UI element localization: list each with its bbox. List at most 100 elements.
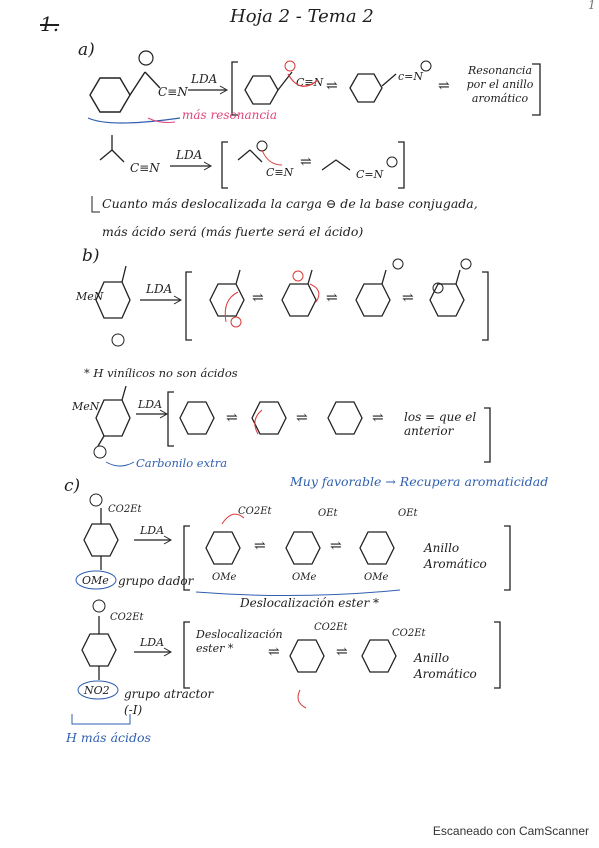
equilibrium-b1: ⇌ (252, 290, 264, 306)
ester-underline (195, 589, 401, 597)
men-label-b1: MeN (75, 290, 104, 303)
lda-c2: LDA (139, 636, 164, 649)
charge-b1 (230, 316, 242, 328)
equilibrium-a3: ⇌ (300, 154, 312, 170)
donor-group-label: grupo dador (118, 574, 194, 588)
acidic-h-c2 (92, 599, 106, 613)
equilibrium-b4: ⇌ (226, 410, 238, 426)
carbonyl-extra-arrow (105, 461, 135, 467)
carbanion-charge-2 (256, 140, 268, 152)
enolate-ring-2 (281, 269, 317, 317)
ome-label-1: OMe (82, 574, 109, 587)
acidic-h-circle (138, 50, 154, 66)
equilibrium-a1: ⇌ (326, 78, 338, 94)
charge-b2 (292, 270, 304, 282)
nitrogen-charge (420, 60, 432, 72)
benzyl-nitrile-structure (89, 71, 161, 113)
co2et-c4: CO2Et (314, 622, 349, 633)
delocalization-ester-2-label: Deslocalización ester * (196, 628, 283, 655)
no2-label: NO2 (83, 684, 110, 697)
more-resonance-label: más resonancia (182, 108, 278, 122)
page-title: Hoja 2 - Tema 2 (230, 6, 374, 27)
dione-enolate-1 (179, 401, 215, 435)
enolate-ring-3 (355, 269, 391, 317)
carbanion-charge-1 (284, 60, 296, 72)
dione-structure (95, 385, 131, 447)
curved-arrow-b2 (309, 283, 320, 303)
curved-arrow-a2 (261, 149, 283, 166)
section-b-label: b) (82, 246, 100, 266)
methoxy-ester-structure (83, 508, 119, 570)
item-number: 1. (40, 12, 60, 36)
lda-b2: LDA (137, 398, 162, 411)
more-acidic-label: H más ácidos (66, 730, 151, 745)
co2et-c5: CO2Et (392, 628, 427, 639)
men-label-b2: MeN (71, 400, 100, 413)
nitro-ester-structure (81, 616, 117, 680)
charge-b4 (460, 258, 472, 270)
anion-alkyl-1 (237, 149, 263, 163)
bracket-b2-left (167, 391, 174, 447)
quinoid-c1 (285, 531, 321, 565)
ome-circle (75, 570, 117, 590)
bracket-c2-left (183, 621, 190, 689)
curved-arrow-c2 (297, 689, 307, 709)
vinylic-note: * H vinílicos no son ácidos (84, 366, 238, 380)
bracket-b-left (185, 271, 192, 341)
alkyl-nitrile-structure (99, 135, 125, 163)
anion-structure-2 (349, 73, 397, 103)
charge-b3 (392, 258, 404, 270)
more-resonance-underline (87, 117, 181, 124)
carbonyl-extra-label: Carbonilo extra (136, 456, 228, 470)
dione-enolate-3 (327, 401, 363, 435)
ome-label-3: OMe (292, 572, 316, 583)
nitrile-label-a2: C≡N (296, 76, 324, 89)
same-as-before-label: los = que el anterior (404, 410, 477, 438)
more-acidic-bracket (71, 714, 131, 725)
scanner-watermark: Escaneado con CamScanner (432, 824, 589, 838)
benzylic-anion-c1 (205, 531, 241, 565)
equilibrium-c1: ⇌ (254, 538, 266, 554)
curved-arrow-b3 (254, 409, 263, 435)
anion-alkyl-2 (321, 159, 351, 171)
curved-arrow-c1 (221, 513, 245, 525)
section-c-label: c) (64, 476, 81, 496)
bracket-c2-right (494, 621, 501, 689)
equilibrium-a2: ⇌ (438, 78, 450, 94)
equilibrium-c4: ⇌ (336, 644, 348, 660)
acidic-h-c1 (89, 493, 103, 507)
aromatic-ring-label-2: Anillo Aromático (414, 651, 477, 681)
aromatic-ring-label-1: Anillo Aromático (424, 541, 487, 571)
dione-enolate-2 (251, 401, 287, 435)
lda-b: LDA (145, 282, 173, 296)
acidic-h-b (111, 333, 125, 347)
ester-delocalization-label: Deslocalización ester * (240, 596, 380, 610)
nitro-quinoid-1 (289, 639, 325, 673)
co2et-c2: CO2Et (238, 506, 273, 517)
anion-structure-1 (244, 71, 293, 105)
enolate-ring-1 (209, 269, 245, 317)
bracket-a2-left (221, 141, 228, 189)
piperidinone-structure (95, 265, 131, 319)
oet-label-1: OEt (318, 508, 338, 519)
curved-arrow-a1 (287, 73, 319, 87)
lda-c1: LDA (139, 524, 164, 537)
acidic-h-b2 (93, 445, 107, 459)
bracket-b2-right (484, 407, 491, 463)
charge-b5 (432, 282, 444, 294)
no2-circle (77, 680, 119, 700)
nitrile-label-a: C≡N (158, 85, 188, 99)
conclusion-arrow (91, 196, 100, 213)
more-resonance-arrow (147, 117, 176, 123)
oet-label-2: OEt (398, 508, 418, 519)
nitro-quinoid-2 (361, 639, 397, 673)
bracket-c1-right (504, 525, 511, 591)
ketenimine-label: c=N (398, 70, 423, 83)
bracket-b-right (482, 271, 489, 341)
equilibrium-c2: ⇌ (330, 538, 342, 554)
curved-arrow-b1 (224, 291, 239, 323)
co2et-c3: CO2Et (110, 612, 145, 623)
nitrile-label-a4: C≡N (266, 166, 294, 179)
